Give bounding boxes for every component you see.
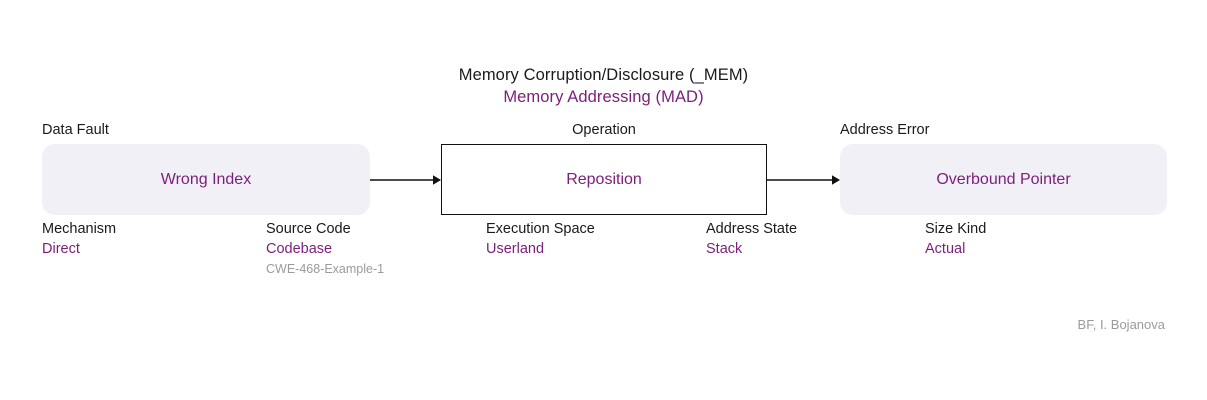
attribute-source-code: Source Code Codebase CWE-468-Example-1 xyxy=(266,219,384,279)
node-data-fault-label: Data Fault xyxy=(42,122,109,138)
node-operation-box[interactable]: Reposition xyxy=(441,144,767,215)
attribute-source-code-note: CWE-468-Example-1 xyxy=(266,262,385,276)
diagram-header: Memory Corruption/Disclosure (_MEM) Memo… xyxy=(0,64,1207,108)
attribute-source-code-value: Codebase xyxy=(266,241,333,257)
node-address-error-text: Overbound Pointer xyxy=(936,170,1071,188)
attribute-address-state: Address State Stack xyxy=(706,219,797,260)
attribute-execution-space-value: Userland xyxy=(486,241,545,257)
node-address-error: Address Error Overbound Pointer xyxy=(840,122,1167,215)
node-operation-text: Reposition xyxy=(566,170,642,188)
attribute-size-kind-name: Size Kind xyxy=(925,221,987,237)
attribute-execution-space: Execution Space Userland xyxy=(486,219,595,260)
attribute-address-state-name: Address State xyxy=(706,221,798,237)
node-data-fault-box[interactable]: Wrong Index xyxy=(42,144,370,215)
arrow-operation-to-error xyxy=(767,173,840,187)
attribute-execution-space-name: Execution Space xyxy=(486,221,595,237)
attribute-size-kind: Size Kind Actual xyxy=(925,219,986,260)
node-data-fault: Data Fault Wrong Index xyxy=(42,122,370,215)
attribute-mechanism: Mechanism Direct xyxy=(42,219,116,260)
arrow-fault-to-operation xyxy=(370,173,441,187)
node-data-fault-text: Wrong Index xyxy=(160,170,252,188)
node-address-error-label: Address Error xyxy=(840,122,930,138)
node-operation: Operation Reposition xyxy=(441,122,767,215)
credit-text: BF, I. Bojanova xyxy=(1077,317,1165,332)
node-operation-label: Operation xyxy=(572,122,636,138)
attribute-size-kind-value: Actual xyxy=(925,241,966,257)
header-sub-title: Memory Addressing (MAD) xyxy=(503,88,704,106)
attribute-address-state-value: Stack xyxy=(706,241,743,257)
header-main-title: Memory Corruption/Disclosure (_MEM) xyxy=(458,66,749,84)
attribute-source-code-name: Source Code xyxy=(266,221,351,237)
node-address-error-box[interactable]: Overbound Pointer xyxy=(840,144,1167,215)
attribute-mechanism-name: Mechanism xyxy=(42,221,117,237)
attribute-mechanism-value: Direct xyxy=(42,241,80,257)
